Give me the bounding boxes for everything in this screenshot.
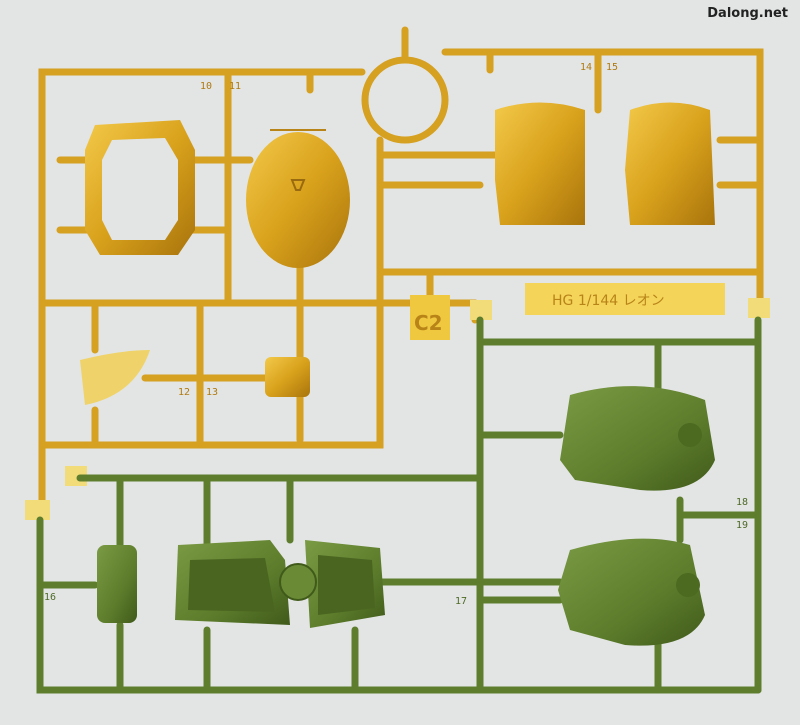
shoulder-part [625,102,715,225]
part-number: 15 [606,62,618,73]
chest-part [560,386,715,491]
shoulder-part-green [97,545,137,623]
sprue-id: C2 [414,311,443,335]
name-plate [525,283,725,315]
part-number: 19 [736,520,748,531]
fin-part [80,350,150,405]
chest-part [558,538,705,646]
gold-parts: C2 HG 1/144 レオン [25,102,770,520]
part-number: 13 [206,387,218,398]
part-number: 11 [229,81,241,92]
part-number: 10 [200,81,212,92]
helmet-part [246,132,350,268]
part-number-tags: 10 11 12 13 14 15 16 17 18 19 [44,62,748,607]
part-number: 12 [178,387,190,398]
name-plate-text: HG 1/144 レオン [552,293,665,309]
gold-runner-frame [38,26,764,504]
part-number: 17 [455,596,467,607]
green-parts [97,386,715,646]
part-number: 16 [44,592,56,603]
shoulder-part [495,102,585,225]
green-runner-frame [36,316,762,694]
part-number: 18 [736,497,748,508]
watermark: Dalong.net [707,6,788,21]
part-number: 14 [580,62,592,73]
sprue-id-tab [410,295,450,340]
